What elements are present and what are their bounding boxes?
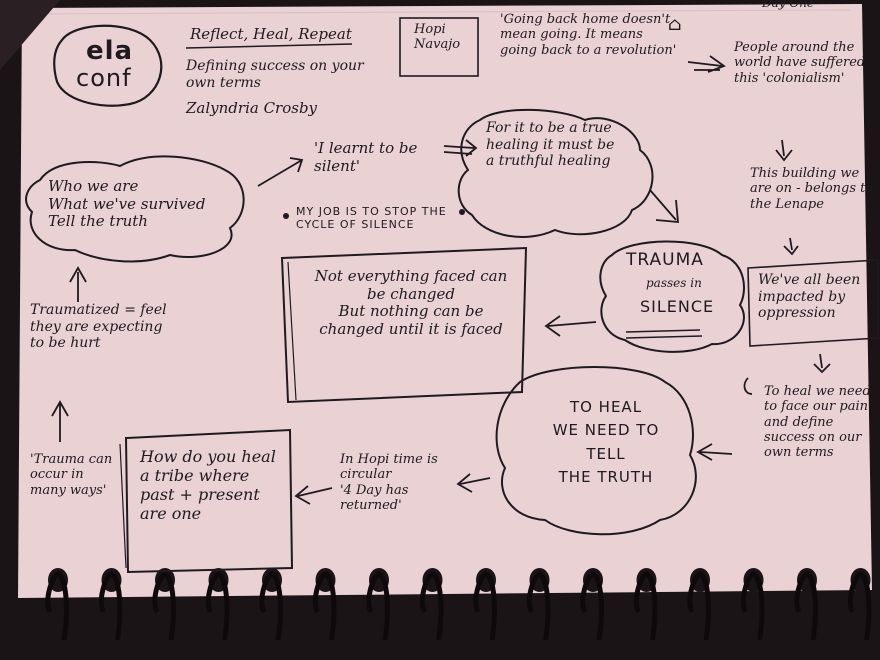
binding-ring xyxy=(45,571,69,641)
trauma-passes: passes in xyxy=(646,276,702,290)
note-who-we-are: Who we are What we've survived Tell the … xyxy=(48,177,206,231)
binding-ring xyxy=(580,571,604,641)
note-traumatized: Traumatized = feel they are expecting to… xyxy=(30,302,167,352)
logo-bubble xyxy=(53,24,163,107)
note-oppression: We've all been impacted by oppression xyxy=(758,272,861,322)
tribes-label: Hopi Navajo xyxy=(414,22,461,53)
binding-ring xyxy=(633,571,658,641)
paper-sheet xyxy=(18,4,872,598)
note-lenape: This building we are on - belongs to the… xyxy=(750,166,874,212)
binding-ring xyxy=(740,571,765,641)
note-heal-tribe: How do you heal a tribe where past + pre… xyxy=(140,447,276,523)
quote-going-home: 'Going back home doesn't mean going. It … xyxy=(500,12,677,58)
note-hopi-time: In Hopi time is circular '4 Day has retu… xyxy=(340,452,438,513)
cloud-trauma xyxy=(599,240,745,353)
note-to-heal-tell: TO HEAL WE NEED TO TELL THE TRUTH xyxy=(552,398,660,486)
binding-ring xyxy=(687,571,711,641)
box-heal-tribe xyxy=(124,428,294,574)
binding-ring xyxy=(152,571,176,641)
note-trauma-occur: 'Trauma can occur in many ways' xyxy=(30,452,113,498)
trauma-silence: SILENCE xyxy=(640,297,715,316)
binding-ring xyxy=(473,571,497,641)
binding-ring xyxy=(526,571,551,641)
talk-subtitle: Defining success on your own terms xyxy=(186,58,364,91)
tribes-box xyxy=(399,17,479,77)
note-stop-silence: MY JOB IS TO STOP THE CYCLE OF SILENCE xyxy=(296,205,447,231)
house-icon: ⌂ xyxy=(668,14,682,35)
note-colonialism: People around the world have suffered th… xyxy=(734,40,866,86)
binding-ring xyxy=(98,571,123,641)
binding-ring xyxy=(259,571,283,641)
trauma-title: TRAUMA xyxy=(626,250,704,270)
binding-ring xyxy=(419,571,444,641)
binding-ring xyxy=(847,571,872,641)
logo-text-ela: ela xyxy=(86,36,134,66)
binding-ring xyxy=(205,571,230,641)
logo-text-conf: conf xyxy=(76,64,132,92)
cloud-to-heal xyxy=(495,366,697,536)
day-label: Day One xyxy=(762,0,815,10)
note-not-everything: Not everything faced can be changed But … xyxy=(314,267,508,339)
spiral-binding xyxy=(45,568,872,641)
box-oppression xyxy=(747,259,879,347)
arrows xyxy=(51,55,831,505)
talk-title: Reflect, Heal, Repeat xyxy=(190,25,352,43)
binding-ring xyxy=(794,571,818,641)
cloud-truthful-healing xyxy=(457,108,654,238)
binding-ring xyxy=(366,571,390,641)
note-truthful-healing: For it to be a true healing it must be a… xyxy=(486,120,615,170)
speaker-name: Zalyndria Crosby xyxy=(186,99,318,117)
box-not-everything xyxy=(280,246,528,404)
cloud-who-we-are xyxy=(25,155,245,263)
note-face-pain: To heal we need to face our pain and def… xyxy=(764,384,871,461)
note-learnt-silent: 'I learnt to be silent' xyxy=(314,139,418,175)
binding-ring xyxy=(312,571,337,641)
